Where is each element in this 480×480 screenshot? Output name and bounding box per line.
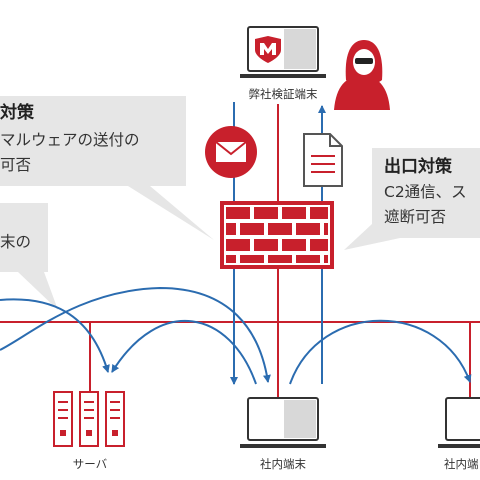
malware-shield-icon	[255, 36, 281, 63]
callout-left-top-heading: 対策	[0, 102, 35, 123]
lateral-arrow-2	[111, 320, 257, 385]
callout-right-line-1: C2通信、ス	[384, 183, 467, 201]
verification-terminal: 弊社検証端末	[240, 26, 326, 101]
terminal-2-screen	[445, 397, 480, 441]
firewall-icon	[220, 201, 334, 269]
lateral-arrow-4	[289, 319, 472, 385]
callout-left-top-line-2: 可否	[0, 156, 31, 174]
callout-left-top-line-1: マルウェアの送付の	[0, 131, 140, 149]
lateral-arrow-3	[0, 286, 271, 383]
server-unit-2	[79, 391, 99, 447]
callout-left-mid-line-1: 末の	[0, 233, 31, 251]
verification-terminal-label: 弊社検証端末	[249, 87, 318, 101]
server-rack: サーバ	[53, 391, 125, 471]
hooded-attacker-icon	[334, 40, 390, 110]
internal-terminal-2-label: 社内端	[444, 457, 479, 471]
callout-right: 出口対策 C2通信、ス 遮断可否	[344, 148, 480, 250]
lateral-arrow-1	[0, 298, 110, 373]
server-unit-3	[105, 391, 125, 447]
internal-terminal-1: 社内端末	[240, 397, 326, 471]
laptop-screen-shade	[284, 29, 316, 69]
server-label: サーバ	[73, 457, 108, 471]
internal-terminal-1-label: 社内端末	[260, 457, 306, 471]
document-icon	[303, 133, 343, 187]
mail-icon	[205, 126, 257, 178]
callout-left-mid: 末の	[0, 203, 58, 310]
callout-right-line-2: 遮断可否	[384, 208, 446, 226]
server-unit-1	[53, 391, 73, 447]
terminal-1-screen-shade	[284, 400, 316, 438]
callout-left-top: 対策 マルウェアの送付の 可否	[0, 96, 214, 240]
internal-terminal-2: 社内端	[438, 397, 480, 471]
callout-right-heading: 出口対策	[384, 156, 453, 177]
